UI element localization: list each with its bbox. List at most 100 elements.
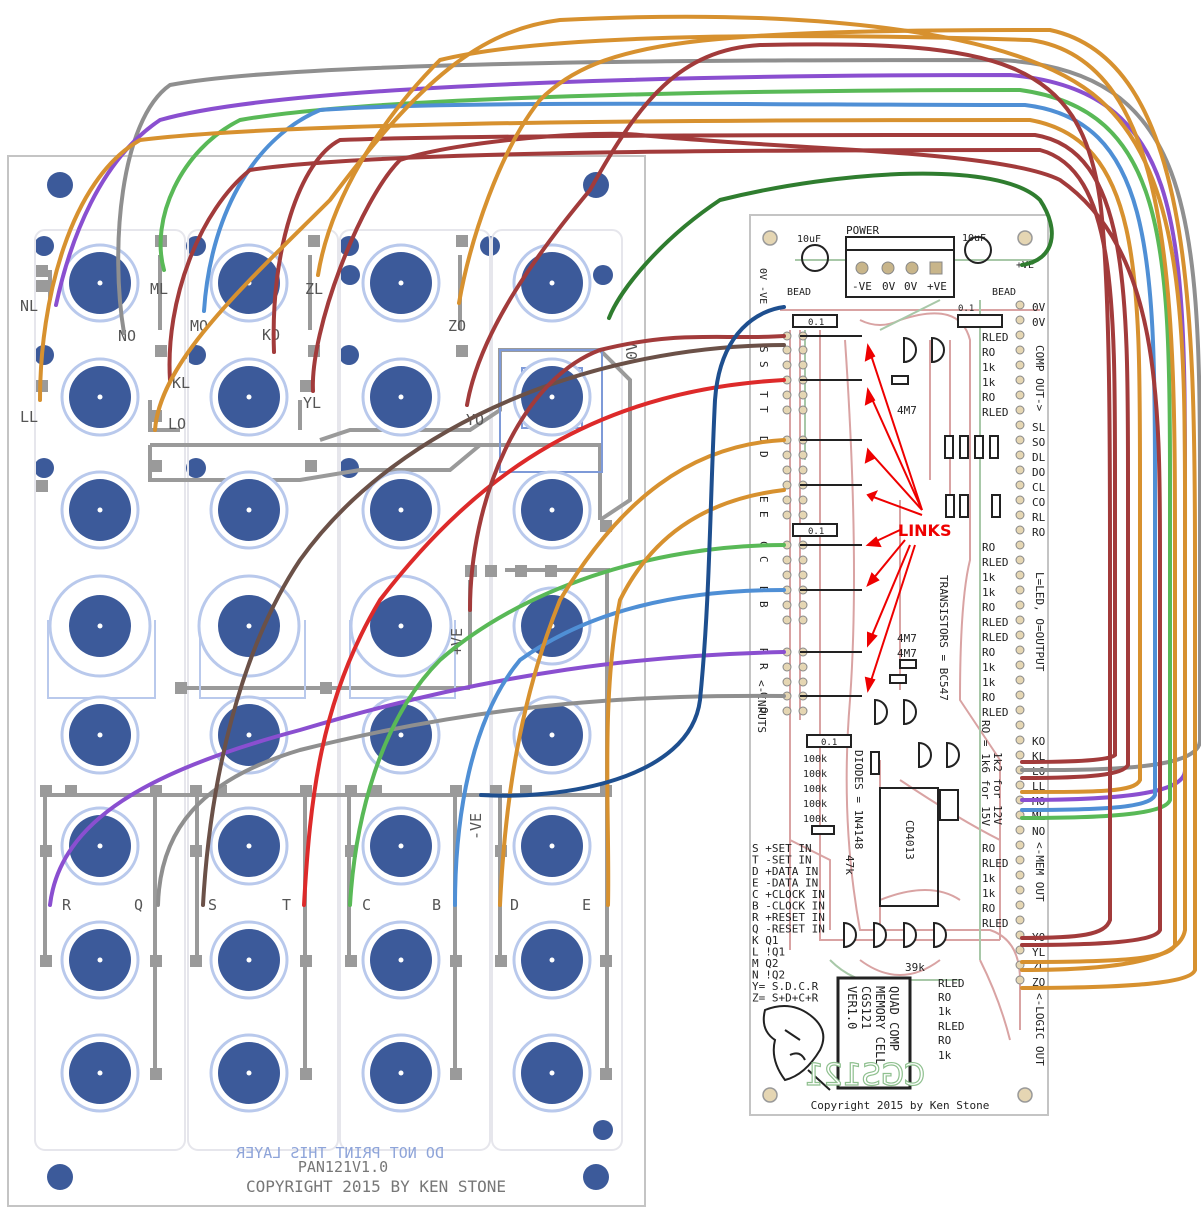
svg-text:RLED: RLED [982,917,1009,930]
svg-text:1k: 1k [982,676,996,689]
cd4013-chip [879,787,939,907]
pcb-pad [1015,675,1025,685]
svg-text:RO: RO [982,691,995,704]
jack-hole [246,394,252,400]
jack-hole [398,394,404,400]
svg-text:RO: RO [982,541,995,554]
svg-text:1k: 1k [938,1005,952,1018]
input-pin-letter: S [757,346,770,353]
transistor [873,921,887,949]
mem-out-label: <-MEM OUT [1033,842,1046,902]
wire [453,588,786,907]
pcb-pad [782,405,792,415]
wire [607,171,1054,320]
svg-text:100k: 100k [803,814,827,825]
jack-hole [246,732,252,738]
label-S: S [208,896,217,914]
input-pin-letter: B [757,601,770,608]
wire [302,378,786,907]
legend-line: N !Q2 [752,969,785,982]
svg-text:RO: RO [938,1034,951,1047]
label-ZL: ZL [305,280,323,298]
jack-hole [246,957,252,963]
legend-line: C +CLOCK IN [752,888,825,901]
pcb-pad [1015,510,1025,520]
pcb-pad [798,706,808,716]
wire [116,57,1201,772]
pcb-pad [1015,345,1025,355]
label-LL: LL [20,408,38,426]
pcb-pad [1015,480,1025,490]
panel-jacks [48,243,592,1113]
wire [479,305,786,798]
svg-text:RLED: RLED [982,406,1009,419]
resistor-labels-top: RLED RO 1k 1k RO RLED [982,331,1009,419]
transistor [946,741,960,769]
wire [202,101,1157,812]
svg-text:1k: 1k [982,872,996,885]
legend-line: M Q2 [752,957,779,970]
legend-line: Y= S.D.C.R [752,980,819,993]
label-D: D [510,896,519,914]
capacitors [801,236,992,272]
pcb-pad [1015,540,1025,550]
wire [48,650,786,907]
legend-line: T -SET IN [752,854,812,867]
svg-text:0V: 0V [1032,301,1046,314]
power-connector: POWER -VE 0V 0V +VE [845,224,955,298]
jack-hole [246,623,252,629]
svg-text:DL: DL [1032,451,1046,464]
comp-out-label: COMP OUT-> [1033,345,1046,412]
resistor-labels-mem: RO RLED 1k 1k RO RLED [982,842,1009,930]
label-NO: NO [118,327,136,345]
wires [38,14,1201,990]
input-pin-letter: E [757,496,770,503]
pcb-pad [782,706,792,716]
svg-text:DO: DO [1032,466,1045,479]
legend-line: K Q1 [752,934,779,947]
legend-line: Q -RESET IN [752,923,825,936]
svg-text:100k: 100k [803,784,827,795]
power-pin-3: 0V [904,280,918,293]
pcb-pad [782,495,792,505]
pcb-pad [1015,825,1025,835]
svg-text:LL: LL [1032,780,1046,793]
pcb-pad [798,450,808,460]
jack-hole [97,394,103,400]
svg-text:RO: RO [1032,526,1045,539]
resistors-small [811,375,1001,835]
label-ML: ML [150,280,168,298]
title-line-3: CGS121 [859,986,873,1029]
pcb-pad [1015,390,1025,400]
svg-text:RLED: RLED [982,616,1009,629]
svg-text:1k: 1k [982,887,996,900]
jack-hole [246,1070,252,1076]
pcb-pad [798,465,808,475]
label-YL: YL [303,394,321,412]
label-minus-ve: -VE [467,813,485,840]
svg-text:SL: SL [1032,421,1046,434]
input-pin-letter: R [757,663,770,670]
pcb-pad [1015,375,1025,385]
pcb-pad [798,570,808,580]
title-line-1: QUAD COMP [887,986,901,1051]
jack-hole [549,732,555,738]
pcb-pad [798,510,808,520]
mirrored-code: CGS121 [805,1058,926,1093]
label-Q: Q [134,896,143,914]
pcb-pad [1015,570,1025,580]
svg-text:RLED: RLED [982,556,1009,569]
power-label: POWER [846,224,879,237]
jack-hole [97,1070,103,1076]
pcb-pad [1015,585,1025,595]
svg-text:RO: RO [938,991,951,1004]
label-ZO: ZO [448,317,466,335]
r4m7-b: 4M7 [897,632,917,645]
svg-text:1k: 1k [982,361,996,374]
svg-text:RLED: RLED [982,331,1009,344]
transistor [874,698,888,726]
input-pin-letter: E [757,511,770,518]
legend-line: L !Q1 [752,946,785,959]
pcb-pad [1015,750,1025,760]
